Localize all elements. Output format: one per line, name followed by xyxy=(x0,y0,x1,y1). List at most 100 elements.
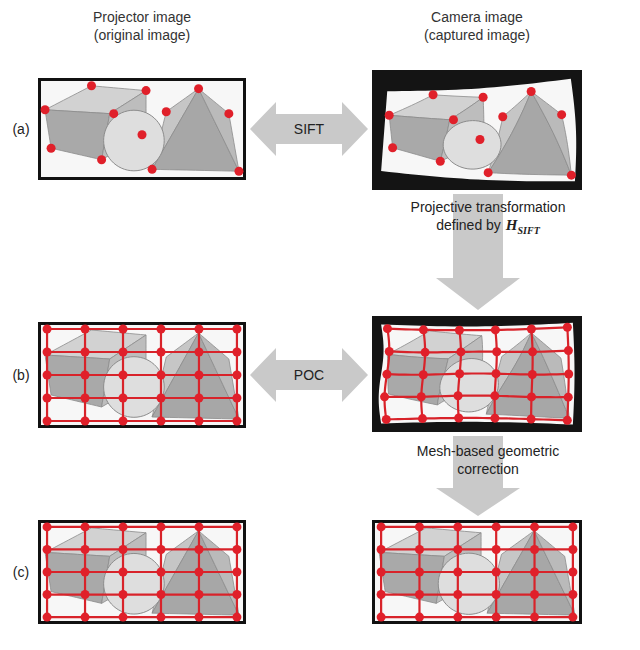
feature-point xyxy=(148,165,157,174)
image-frame xyxy=(40,522,245,623)
mesh-point xyxy=(119,417,128,426)
label-box: Mesh-based geometric correction xyxy=(403,442,573,478)
feature-point xyxy=(484,168,493,177)
feature-point xyxy=(498,112,507,121)
mesh-point xyxy=(232,613,241,622)
mesh-point xyxy=(415,522,424,531)
scene-circle xyxy=(104,357,165,418)
mesh-point xyxy=(232,417,241,426)
mesh-point xyxy=(418,414,427,423)
mesh-point xyxy=(156,590,165,599)
mesh-point xyxy=(453,568,462,577)
feature-point xyxy=(385,111,394,120)
mesh-point xyxy=(568,522,577,531)
feature-point xyxy=(109,109,118,118)
mesh-line xyxy=(47,374,237,376)
mesh-point xyxy=(568,590,577,599)
mesh-point xyxy=(377,522,386,531)
mesh-line xyxy=(47,616,237,618)
row-label: (b) xyxy=(12,366,29,384)
mesh-point xyxy=(453,522,462,531)
mesh-point xyxy=(43,613,52,622)
label-box: (b) xyxy=(12,366,29,384)
scene-face xyxy=(488,91,571,175)
mesh-point xyxy=(490,414,499,423)
mesh-point xyxy=(530,613,539,622)
row-label: (a) xyxy=(12,120,29,138)
mesh-point xyxy=(568,545,577,554)
mesh-point xyxy=(194,348,203,357)
feature-point xyxy=(557,110,566,119)
mesh-point xyxy=(528,370,537,379)
scene-face xyxy=(531,91,571,175)
mesh-point xyxy=(383,324,392,333)
mesh-point xyxy=(43,417,52,426)
image-frame xyxy=(40,80,245,179)
matrix-subscript: SIFT xyxy=(518,225,540,236)
mesh-point xyxy=(43,590,52,599)
mesh-line xyxy=(381,571,573,573)
mesh-point xyxy=(492,522,501,531)
mesh-point xyxy=(43,545,52,554)
camera-frame xyxy=(372,316,582,432)
mesh-point xyxy=(564,393,573,402)
label-box: POC xyxy=(294,366,324,384)
mesh-line xyxy=(47,593,237,595)
mesh-line xyxy=(47,328,237,330)
scene-face xyxy=(45,110,110,160)
mesh-point xyxy=(492,590,501,599)
mesh-point xyxy=(156,417,165,426)
scene-circle xyxy=(104,110,165,171)
mesh-point xyxy=(81,568,90,577)
mesh-point xyxy=(491,325,500,334)
feature-point xyxy=(234,167,243,176)
mesh-point xyxy=(415,590,424,599)
image-panel xyxy=(372,70,582,190)
scene-face xyxy=(389,115,449,161)
double-block-arrow xyxy=(250,102,368,156)
mesh-point xyxy=(530,522,539,531)
label-box: (c) xyxy=(13,563,29,581)
feature-point xyxy=(436,157,445,166)
mesh-point xyxy=(81,417,90,426)
scene-circle xyxy=(443,121,501,169)
mesh-point xyxy=(156,613,165,622)
feature-point xyxy=(475,135,484,144)
mesh-point xyxy=(492,613,501,622)
mesh-point xyxy=(119,590,128,599)
mesh-point xyxy=(194,590,203,599)
mesh-point xyxy=(564,369,573,378)
mesh-point xyxy=(419,370,428,379)
row-label: (c) xyxy=(13,563,29,581)
mesh-point xyxy=(156,522,165,531)
mesh-point xyxy=(385,347,394,356)
mesh-point xyxy=(415,545,424,554)
mesh-point xyxy=(528,347,537,356)
mesh-point xyxy=(194,613,203,622)
mesh-point xyxy=(527,324,536,333)
mesh-point xyxy=(119,568,128,577)
mesh-point xyxy=(568,613,577,622)
feature-point xyxy=(224,109,233,118)
feature-point xyxy=(194,84,203,93)
mesh-point xyxy=(232,568,241,577)
mesh-point xyxy=(453,545,462,554)
feature-point xyxy=(527,87,536,96)
feature-point xyxy=(162,107,171,116)
mesh-point xyxy=(156,394,165,403)
mesh-line xyxy=(47,420,237,422)
correction-label: Mesh-based geometric correction xyxy=(403,442,573,478)
mesh-point xyxy=(456,347,465,356)
scene-circle xyxy=(104,553,165,614)
mesh-point xyxy=(527,392,536,401)
mesh-point xyxy=(81,545,90,554)
arrow-label-box: SIFT xyxy=(294,120,324,138)
mesh-point xyxy=(81,590,90,599)
mesh-point xyxy=(380,392,389,401)
mesh-point xyxy=(232,325,241,334)
mesh-point xyxy=(530,568,539,577)
mesh-point xyxy=(119,325,128,334)
mesh-point xyxy=(455,369,464,378)
mesh-line xyxy=(47,548,237,550)
